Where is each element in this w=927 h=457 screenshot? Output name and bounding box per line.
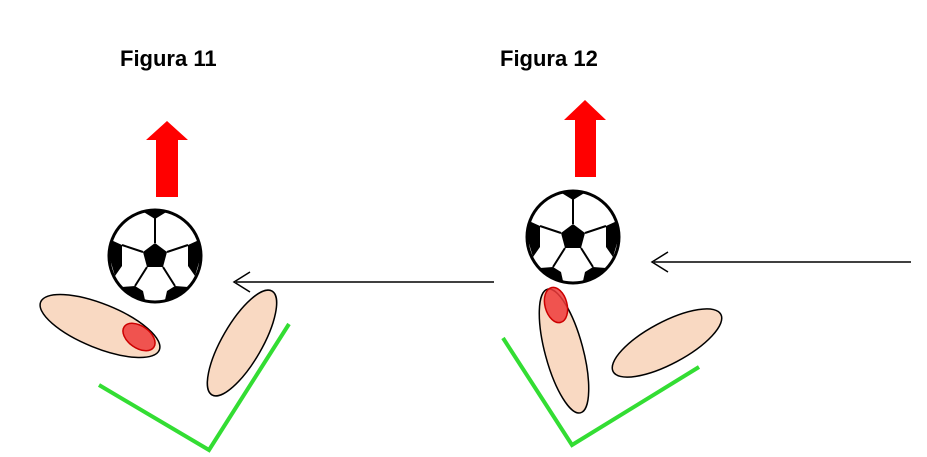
frame-line [97,322,291,453]
finger-left [39,293,161,359]
left-arrow-icon [232,271,494,293]
soccer-ball-icon [525,188,621,285]
up-arrow-icon [146,121,188,197]
fingertip-contact [543,286,569,324]
soccer-ball-icon [107,207,203,304]
figure-12 [501,100,911,448]
finger-left [538,286,590,414]
frame-line [501,336,701,448]
figure-11-title: Figura 11 [120,46,217,71]
finger-right [611,308,723,378]
left-arrow-icon [650,251,911,273]
figure-11 [39,121,494,453]
fingertip-contact [122,322,156,352]
finger-right [206,289,278,397]
up-arrow-icon [564,100,606,177]
figure-12-title: Figura 12 [500,46,598,71]
